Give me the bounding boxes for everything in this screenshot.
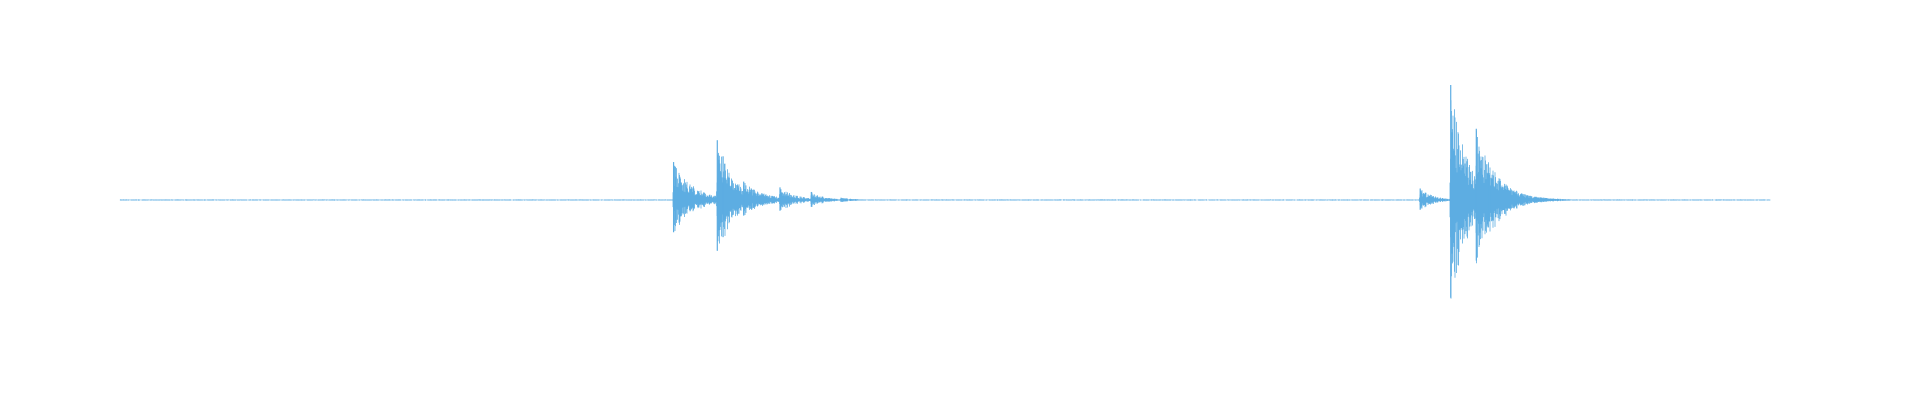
waveform-lines	[119, 85, 1771, 299]
waveform-signal	[119, 100, 1771, 299]
